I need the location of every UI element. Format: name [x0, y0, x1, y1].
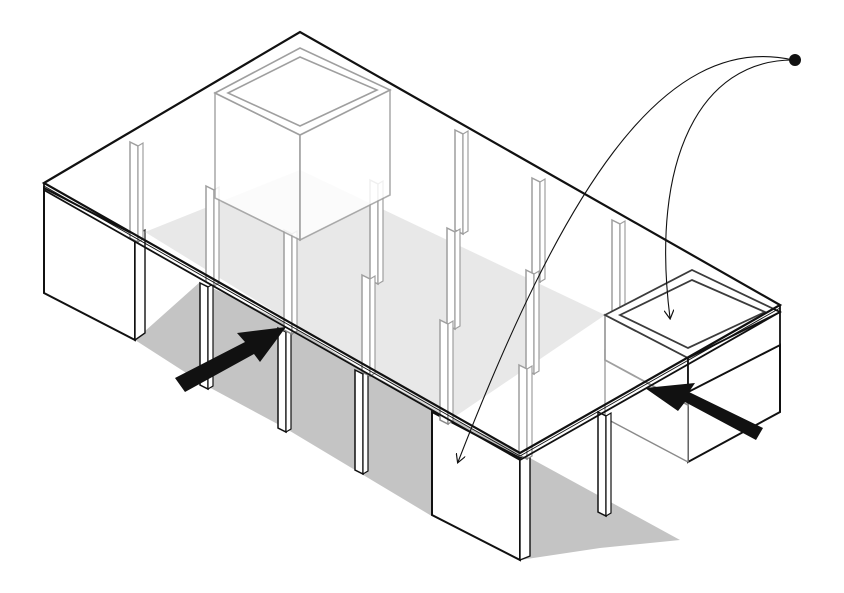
front-column-4 [598, 412, 611, 516]
front-column-2 [278, 328, 291, 432]
front-column-3 [355, 370, 368, 474]
